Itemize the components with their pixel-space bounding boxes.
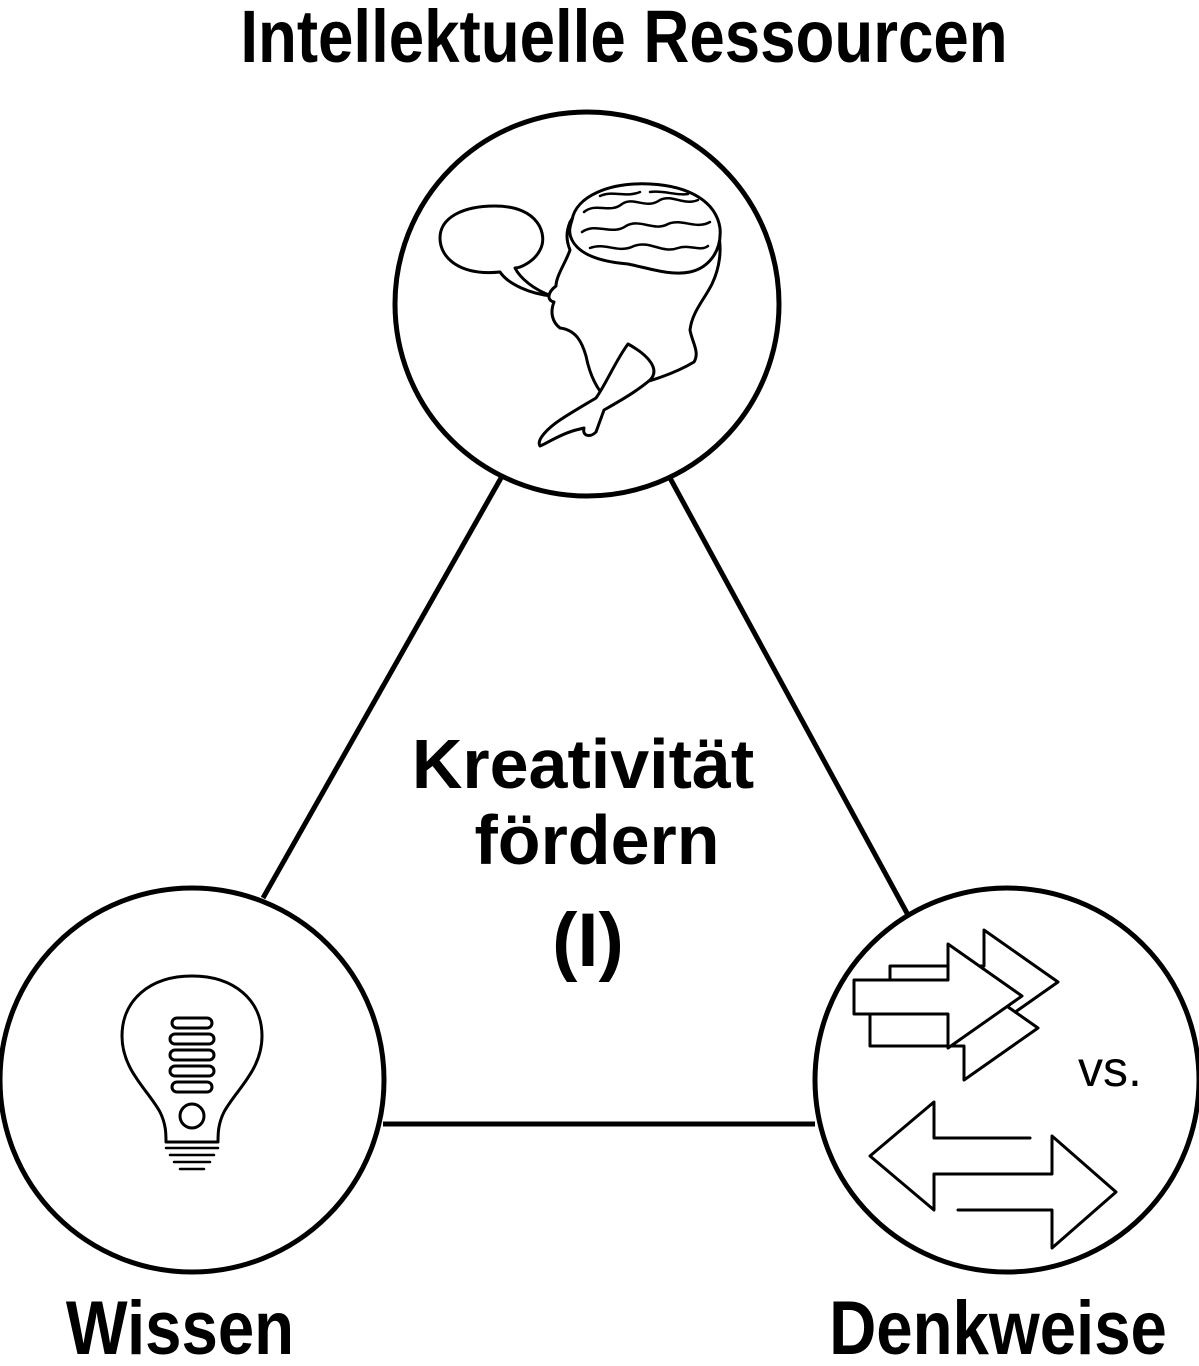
versus-text: vs. bbox=[1078, 1041, 1142, 1097]
pointing-hand-shape bbox=[537, 342, 656, 448]
top-label: Intellektuelle Ressourcen bbox=[240, 0, 1007, 78]
filament-coil-3 bbox=[168, 1048, 216, 1062]
right-label: Denkweise bbox=[829, 1286, 1167, 1366]
filament-coil-2 bbox=[168, 1032, 216, 1046]
filament-coil-5 bbox=[170, 1080, 214, 1094]
edge-top-left bbox=[260, 476, 504, 900]
arrow-left bbox=[868, 1100, 1032, 1212]
node-denkweise: vs. bbox=[812, 885, 1199, 1275]
center-label-line3: (I) bbox=[552, 898, 624, 983]
brain-shape bbox=[568, 182, 722, 275]
arrows-icon: vs. bbox=[852, 928, 1142, 1250]
arrow-right bbox=[956, 1134, 1118, 1250]
brain-folds bbox=[580, 190, 712, 251]
edge-top-right bbox=[667, 476, 911, 917]
filament-coil-4 bbox=[168, 1064, 216, 1078]
light-bulb-icon bbox=[120, 974, 264, 1171]
node-intellektuelle-ressourcen bbox=[392, 109, 782, 499]
left-label: Wissen bbox=[66, 1286, 294, 1366]
center-label-line2: fördern bbox=[475, 801, 720, 879]
parallel-arrow-front bbox=[852, 942, 1024, 1050]
node-wissen bbox=[0, 885, 387, 1275]
filament-base bbox=[178, 1102, 206, 1130]
thinking-person-icon bbox=[438, 182, 722, 448]
center-label-line1: Kreativität bbox=[412, 725, 754, 803]
filament-coil-1 bbox=[170, 1016, 214, 1030]
